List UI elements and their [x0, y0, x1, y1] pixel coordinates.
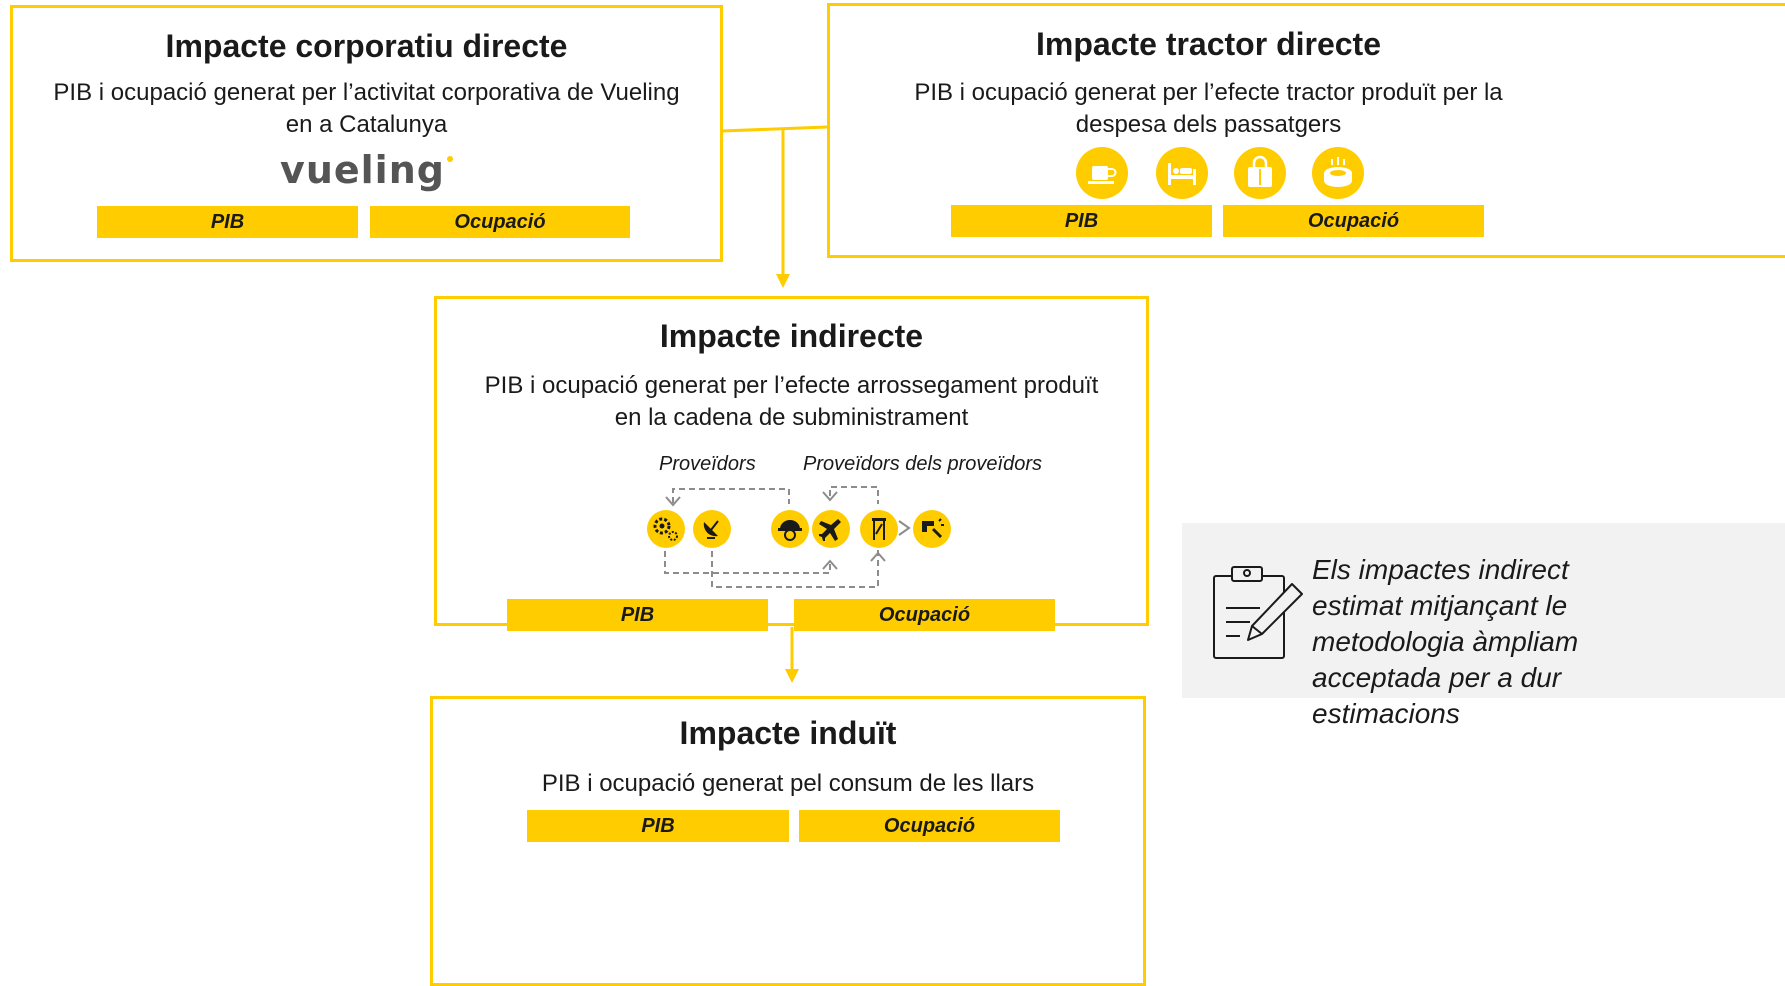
- stadium-icon: [1312, 147, 1364, 199]
- suppliers-label: Proveïdors: [659, 453, 756, 475]
- shopping-bag-icon: [1234, 147, 1286, 199]
- corporate-impact-box: Impacte corporatiu directe PIB i ocupaci…: [10, 5, 723, 262]
- note-line-5: estimacions: [1312, 698, 1460, 729]
- vueling-logo-text: vueling: [280, 148, 445, 192]
- note-line-3: metodologia àmpliam: [1312, 626, 1579, 657]
- pipe-wrench-icon: [913, 510, 951, 548]
- induced-ocupacio-bar: Ocupació: [799, 810, 1060, 842]
- induced-pib-bar: PIB: [527, 810, 789, 842]
- supply-chain-lines: [664, 486, 911, 588]
- methodology-note-text: Els impactes indirect estimat mitjançant…: [1312, 552, 1578, 732]
- airplane-icon: [812, 510, 850, 548]
- note-line-1: Els impactes indirect: [1312, 554, 1569, 585]
- corporate-impact-desc-line2: en a Catalunya: [285, 111, 448, 138]
- tractor-impact-desc-line2: despesa dels passatgers: [1075, 111, 1342, 138]
- corporate-ocupacio-bar: Ocupació: [370, 206, 630, 238]
- indirect-impact-box: Impacte indirecte PIB i ocupació generat…: [434, 296, 1149, 631]
- indirect-impact-desc-line1: PIB i ocupació generat per l’efecte arro…: [484, 372, 1099, 399]
- tractor-ocupacio-bar: Ocupació: [1223, 205, 1484, 237]
- induced-impact-title: Impacte induït: [679, 715, 897, 751]
- tools-icon: [860, 510, 898, 548]
- note-line-2: estimat mitjançant le: [1312, 590, 1568, 621]
- indirect-ocupacio-bar: Ocupació: [794, 599, 1055, 631]
- vueling-logo-dot: [446, 156, 453, 162]
- tractor-pib-bar: PIB: [951, 205, 1212, 237]
- induced-impact-box: Impacte induït PIB i ocupació generat pe…: [430, 696, 1146, 986]
- indirect-impact-title: Impacte indirecte: [659, 318, 924, 354]
- bed-icon: [1156, 147, 1208, 199]
- coffee-cup-icon: [1076, 147, 1128, 199]
- tractor-impact-title: Impacte tractor directe: [1035, 26, 1381, 62]
- indirect-impact-desc-line2: en la cadena de subministrament: [614, 404, 969, 431]
- tractor-impact-desc-line1: PIB i ocupació generat per l’efecte trac…: [914, 79, 1503, 106]
- tractor-impact-box: Impacte tractor directe PIB i ocupació g…: [827, 3, 1785, 258]
- corporate-impact-title: Impacte corporatiu directe: [165, 28, 568, 64]
- satellite-dish-icon: [693, 510, 731, 548]
- corporate-pib-bar: PIB: [97, 206, 358, 238]
- suppliers-of-suppliers-label: Proveïdors dels proveïdors: [803, 453, 1043, 475]
- corporate-impact-desc-line1: PIB i ocupació generat per l’activitat c…: [53, 79, 680, 106]
- indirect-pib-bar: PIB: [507, 599, 768, 631]
- gears-icon: [647, 510, 685, 548]
- induced-impact-desc-line1: PIB i ocupació generat pel consum de les…: [541, 770, 1035, 797]
- note-line-4: acceptada per a dur: [1312, 662, 1562, 693]
- worker-helmet-icon: [771, 510, 809, 548]
- vueling-logo: vueling: [13, 148, 720, 192]
